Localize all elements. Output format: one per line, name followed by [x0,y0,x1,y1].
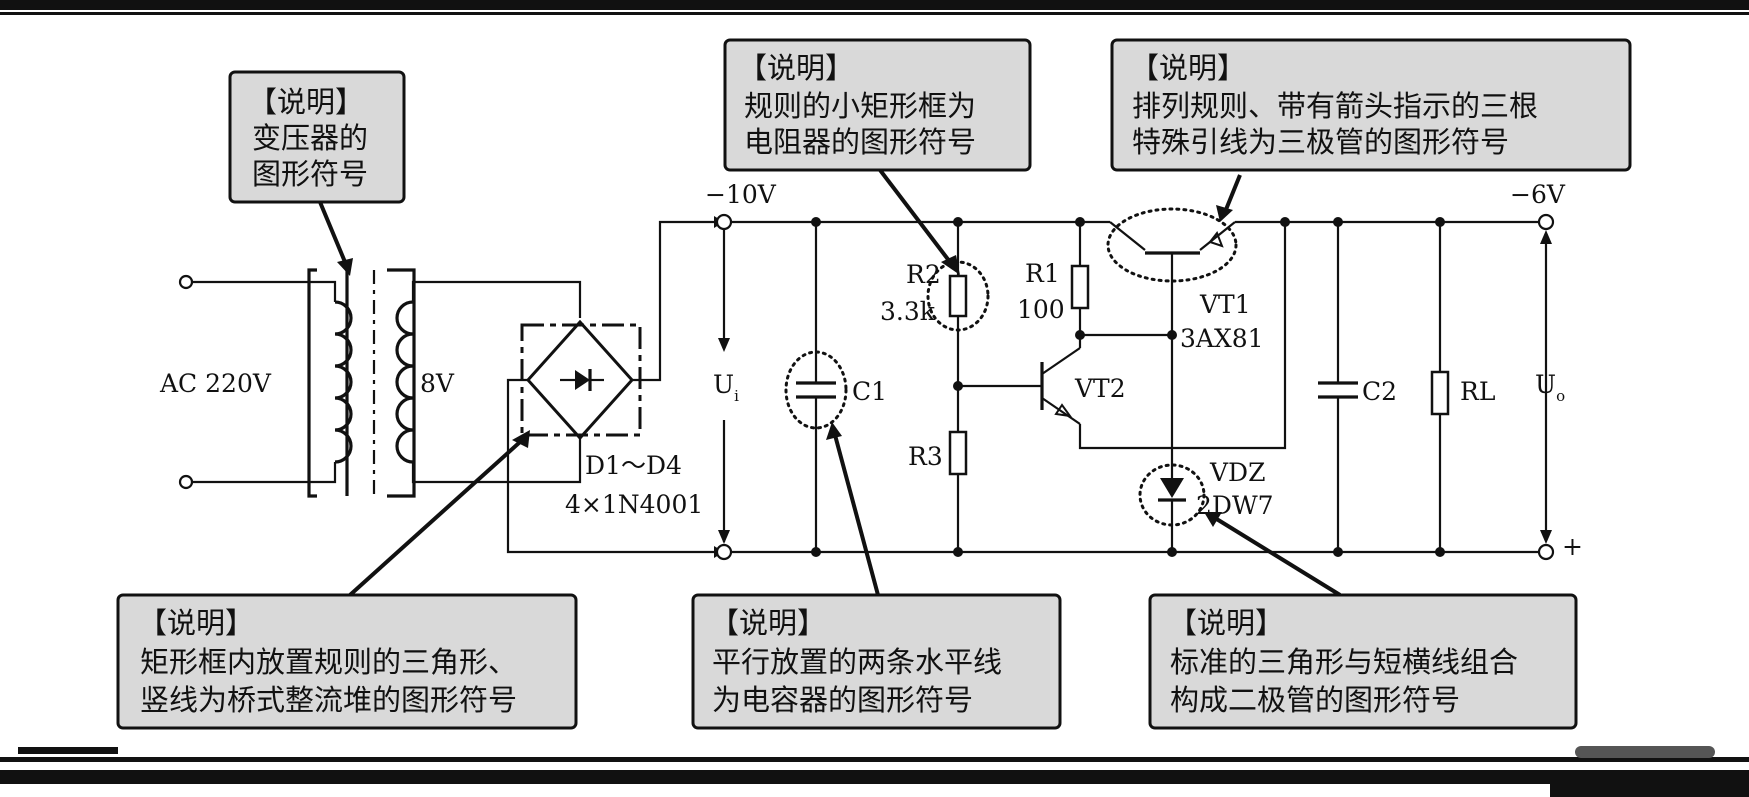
svg-text:【说明】: 【说明】 [1168,606,1284,640]
c2-label: C2 [1362,377,1397,406]
bridge-part-label: 4×1N4001 [565,490,703,519]
input-terminal-positive [715,543,733,561]
rl-label: RL [1460,377,1495,406]
highlight-rings [784,207,1238,527]
bridge-name-label: D1～D4 [585,451,682,480]
vt1-label: VT1 [1199,290,1251,319]
svg-text:标准的三角形与短横线组合: 标准的三角形与短横线组合 [1170,645,1518,679]
c1-label: C1 [852,377,887,406]
callout-capacitor: 【说明】 平行放置的两条水平线 为电容器的图形符号 [691,593,1062,730]
vt2-label: VT2 [1074,374,1126,403]
positive-terminal-label: + [1562,532,1583,561]
c1-highlight-ring [784,350,848,430]
svg-text:竖线为桥式整流堆的图形符号: 竖线为桥式整流堆的图形符号 [140,683,517,717]
callout-bridge: 【说明】 矩形框内放置规则的三角形、 竖线为桥式整流堆的图形符号 [116,593,578,730]
vdz-label: VDZ [1209,458,1265,487]
svg-text:矩形框内放置规则的三角形、: 矩形框内放置规则的三角形、 [140,645,517,679]
svg-text:规则的小矩形框为: 规则的小矩形框为 [744,89,976,123]
main-circuit [715,213,1555,561]
svg-text:特殊引线为三极管的图形符号: 特殊引线为三极管的图形符号 [1132,125,1509,159]
svg-text:为电容器的图形符号: 为电容器的图形符号 [712,683,973,717]
r3-label: R3 [908,442,943,471]
output-terminal-negative [1537,213,1555,231]
input-terminal-negative [715,213,733,231]
svg-text:构成二极管的图形符号: 构成二极管的图形符号 [1170,683,1460,717]
callout-resistor: 【说明】 规则的小矩形框为 电阻器的图形符号 [723,38,1032,172]
input-voltage-label: −10V [705,180,777,209]
vdz-highlight-ring [1138,463,1206,527]
callout-pointers [318,168,1342,597]
svg-text:【说明】: 【说明】 [738,51,854,85]
ui-label: Ui [713,370,739,405]
vt1-part-label: 3AX81 [1180,324,1264,353]
r2-label: R2 [906,260,941,289]
transformer-symbol [178,268,582,498]
output-voltage-label: −6V [1510,180,1566,209]
r1-value-label: 100 [1017,295,1065,324]
secondary-voltage-label: 8V [420,369,455,398]
r2-value-label: 3.3k [880,297,936,326]
svg-text:【说明】: 【说明】 [138,606,254,640]
svg-text:变压器的: 变压器的 [252,121,368,155]
svg-text:【说明】: 【说明】 [1130,51,1246,85]
output-terminal-positive [1537,543,1555,561]
callout-transistor: 【说明】 排列规则、带有箭头指示的三根 特殊引线为三极管的图形符号 [1110,38,1632,172]
svg-text:平行放置的两条水平线: 平行放置的两条水平线 [712,645,1002,679]
vt1-highlight-ring [1106,207,1238,283]
ac-input-terminal-top [178,274,194,290]
callout-diode: 【说明】 标准的三角形与短横线组合 构成二极管的图形符号 [1148,593,1578,730]
svg-text:【说明】: 【说明】 [248,85,364,119]
svg-text:电阻器的图形符号: 电阻器的图形符号 [744,125,976,159]
svg-text:排列规则、带有箭头指示的三根: 排列规则、带有箭头指示的三根 [1132,89,1538,123]
r1-label: R1 [1025,259,1060,288]
uo-label: Uo [1535,370,1565,405]
svg-text:【说明】: 【说明】 [710,606,826,640]
r2-highlight-ring [926,260,990,332]
svg-text:图形符号: 图形符号 [252,157,368,191]
ac-input-label: AC 220V [159,369,272,398]
ac-input-terminal-bottom [178,474,194,490]
callout-transformer: 【说明】 变压器的 图形符号 [228,70,406,204]
